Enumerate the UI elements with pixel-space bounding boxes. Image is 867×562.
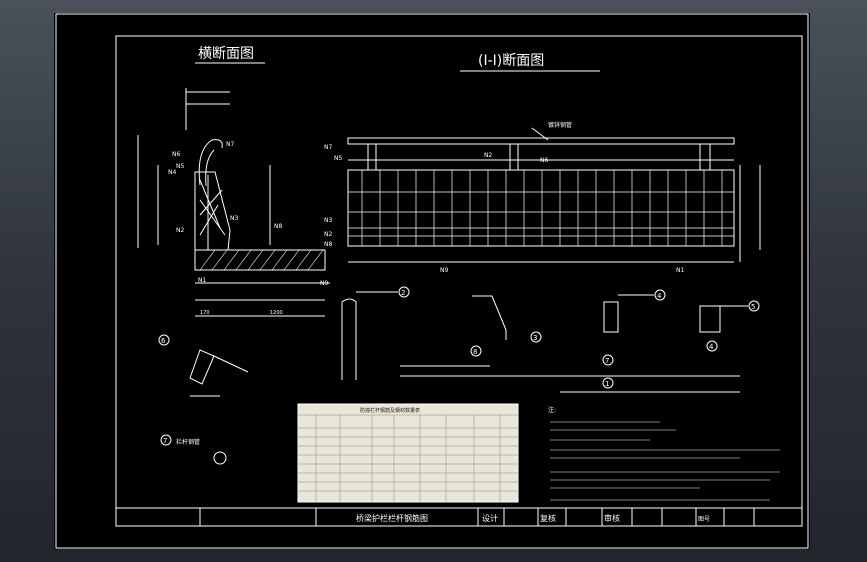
railing-pipe-label: 栏杆钢管 <box>176 438 200 446</box>
rebar-details: 2 3 4 5 4 8 7 1 <box>158 286 760 465</box>
circle-4: 4 <box>657 292 662 300</box>
tag-n3-right: N3 <box>324 217 332 224</box>
tag-n6: N6 <box>172 151 180 158</box>
circle-7: 7 <box>605 357 609 365</box>
tag-n5-left: N5 <box>176 163 184 170</box>
tag-n6-right: N6 <box>540 157 548 164</box>
circle-4b: 4 <box>709 343 714 351</box>
design-label: 设计 <box>482 513 498 523</box>
drawing-no-label: 图号 <box>698 516 710 523</box>
tag-n1-left: N1 <box>198 277 206 284</box>
section-ii-drawing: 镀锌钢管 <box>324 121 761 274</box>
review-label: 审核 <box>604 513 620 523</box>
circle-6: 6 <box>161 337 166 345</box>
tag-n9-right: N9 <box>440 267 448 274</box>
circle-5: 5 <box>751 303 755 311</box>
dim-170: 170 <box>200 310 210 316</box>
tag-n1-right: N1 <box>676 267 684 274</box>
quantity-table: 防撞栏杆钢筋及钢材数量表 <box>297 403 519 503</box>
tag-n2-right: N2 <box>324 231 332 238</box>
circle-8: 8 <box>473 348 477 356</box>
cross-section-drawing: 170 1200 N6 N7 N5 N4 N3 N2 N8 N1 N9 <box>137 88 330 317</box>
table-title: 防撞栏杆钢筋及钢材数量表 <box>360 407 420 414</box>
title-block: 桥梁护栏栏杆钢筋图 设计 复核 审核 图号 <box>116 507 802 526</box>
circle-2: 2 <box>401 289 405 297</box>
outer-frame <box>55 13 809 549</box>
circle-7b: 7 <box>163 437 167 445</box>
tag-n3-left: N3 <box>230 215 238 222</box>
drawing-title: 桥梁护栏栏杆钢筋图 <box>356 513 428 523</box>
tag-n8-left: N8 <box>274 223 282 230</box>
notes: 注: <box>548 406 780 501</box>
tag-n9-left: N9 <box>320 280 328 287</box>
tag-n7-right: N7 <box>324 144 332 151</box>
dim-1200: 1200 <box>270 310 283 316</box>
tag-n2-top: N2 <box>484 152 492 159</box>
section-ii-title: (Ⅰ-Ⅰ)断面图 <box>478 53 544 69</box>
tag-n4-left: N4 <box>168 169 176 176</box>
circle-3: 3 <box>533 334 537 342</box>
tag-n8-right: N8 <box>324 241 332 248</box>
cross-section-title: 横断面图 <box>198 46 254 62</box>
inner-frame <box>115 35 803 527</box>
tag-n5-right: N5 <box>334 155 342 162</box>
handrail-label: 镀锌钢管 <box>548 121 572 129</box>
notes-heading: 注: <box>548 406 556 414</box>
circle-1: 1 <box>605 380 609 388</box>
tag-n7: N7 <box>226 141 234 148</box>
tag-n2-left: N2 <box>176 227 184 234</box>
check-label: 复核 <box>540 513 556 523</box>
